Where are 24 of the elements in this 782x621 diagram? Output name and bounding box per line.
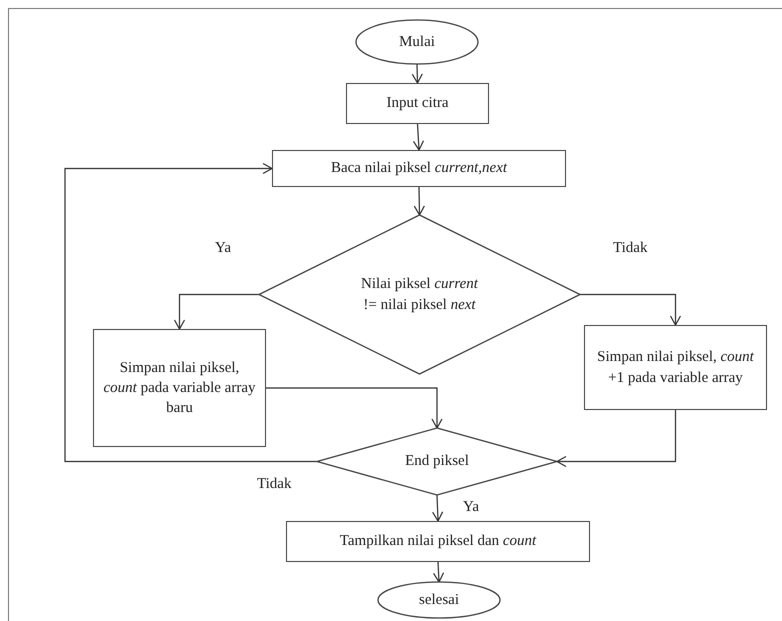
process-box [286, 521, 590, 562]
arrow [580, 294, 682, 326]
node-text: selesai [419, 590, 459, 610]
node-text: Mulai [399, 32, 435, 52]
process-box [346, 83, 489, 124]
process-box [272, 150, 566, 187]
node-text: Tampilkan nilai piksel dan count [340, 532, 536, 552]
node-text: End piksel [405, 452, 469, 472]
arrow [414, 186, 425, 216]
arrow [412, 124, 424, 151]
arrow [432, 562, 444, 583]
process-box [584, 325, 767, 410]
arrow [174, 294, 259, 330]
process-box [93, 329, 266, 447]
arrow [64, 162, 317, 462]
node-text: Simpan nilai piksel, count pada variable array baru [102, 358, 256, 418]
arrow [266, 387, 443, 429]
node-text: Baca nilai piksel current,next [330, 159, 508, 178]
node-text: Simpan nilai piksel, count +1 pada variable array [596, 348, 755, 388]
node-text: Nilai piksel current != nilai piksel next [360, 275, 480, 314]
arrow [556, 410, 676, 468]
node-text: Input citra [386, 94, 449, 114]
arrow [432, 494, 444, 522]
arrow [412, 64, 423, 84]
